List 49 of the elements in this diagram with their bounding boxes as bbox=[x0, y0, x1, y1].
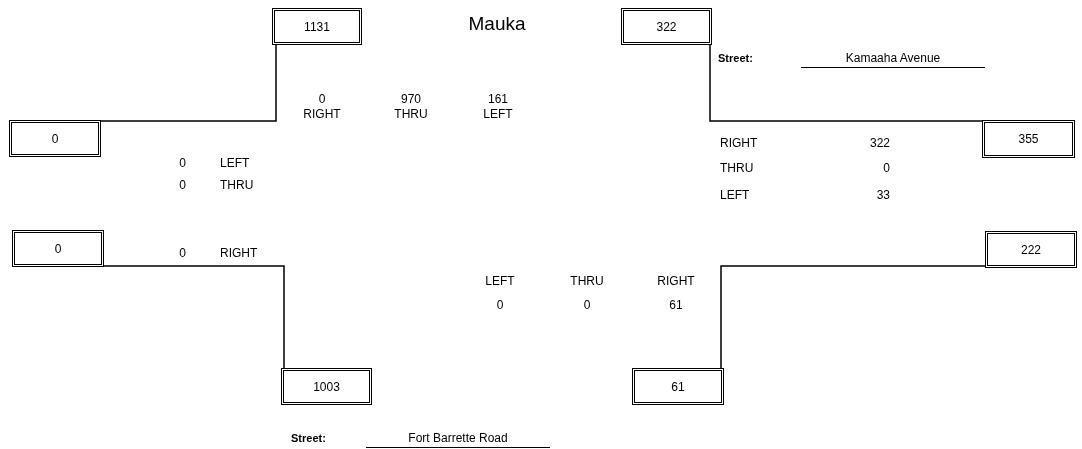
count-box bbox=[12, 230, 104, 267]
movement-label: 0 bbox=[178, 178, 186, 192]
movement-label: THRU bbox=[569, 274, 605, 288]
movement-label: 161 bbox=[487, 92, 509, 106]
approach-title: Mauka bbox=[467, 13, 527, 35]
movement-label: 33 bbox=[875, 188, 890, 202]
movement-label: 0 bbox=[178, 156, 186, 170]
movement-label: THRU bbox=[393, 107, 429, 121]
street-caption: Street: bbox=[718, 51, 753, 65]
count-value: 61 bbox=[671, 379, 685, 394]
movement-label: 0 bbox=[178, 246, 186, 260]
movement-label: RIGHT bbox=[302, 107, 342, 121]
count-box bbox=[982, 120, 1075, 158]
movement-label: RIGHT bbox=[720, 136, 758, 150]
count-value: 222 bbox=[1021, 242, 1041, 257]
count-box bbox=[632, 368, 724, 405]
movement-label: LEFT bbox=[484, 274, 516, 288]
movement-label: 0 bbox=[495, 298, 505, 312]
count-box bbox=[272, 8, 362, 45]
movement-label: 970 bbox=[400, 92, 422, 106]
count-box bbox=[621, 8, 712, 45]
movement-label: RIGHT bbox=[656, 274, 696, 288]
count-box bbox=[985, 231, 1077, 268]
movement-label: RIGHT bbox=[220, 246, 258, 260]
count-box bbox=[9, 120, 101, 157]
movement-label: THRU bbox=[220, 178, 254, 192]
road-line bbox=[709, 44, 983, 122]
street-caption: Street: bbox=[291, 431, 326, 445]
street-name: Fort Barrette Road bbox=[366, 431, 550, 448]
count-value: 0 bbox=[51, 131, 59, 146]
count-value: 1003 bbox=[313, 379, 340, 394]
count-value: 322 bbox=[656, 19, 677, 34]
road-line bbox=[100, 44, 277, 122]
movement-label: 0 bbox=[582, 298, 592, 312]
road-line bbox=[103, 265, 285, 369]
count-value: 1131 bbox=[304, 19, 330, 34]
movement-label: 61 bbox=[668, 298, 684, 312]
movement-label: 0 bbox=[882, 161, 890, 175]
movement-label: LEFT bbox=[482, 107, 514, 121]
count-value: 355 bbox=[1018, 132, 1039, 146]
road-line bbox=[720, 265, 986, 369]
movement-label: LEFT bbox=[220, 156, 250, 170]
movement-label: LEFT bbox=[720, 188, 750, 202]
count-value: 0 bbox=[54, 241, 62, 256]
count-box bbox=[281, 368, 372, 405]
movement-label: 322 bbox=[868, 136, 890, 150]
street-name: Kamaaha Avenue bbox=[801, 51, 985, 68]
movement-label: 0 bbox=[317, 92, 327, 106]
movement-label: THRU bbox=[720, 161, 754, 175]
